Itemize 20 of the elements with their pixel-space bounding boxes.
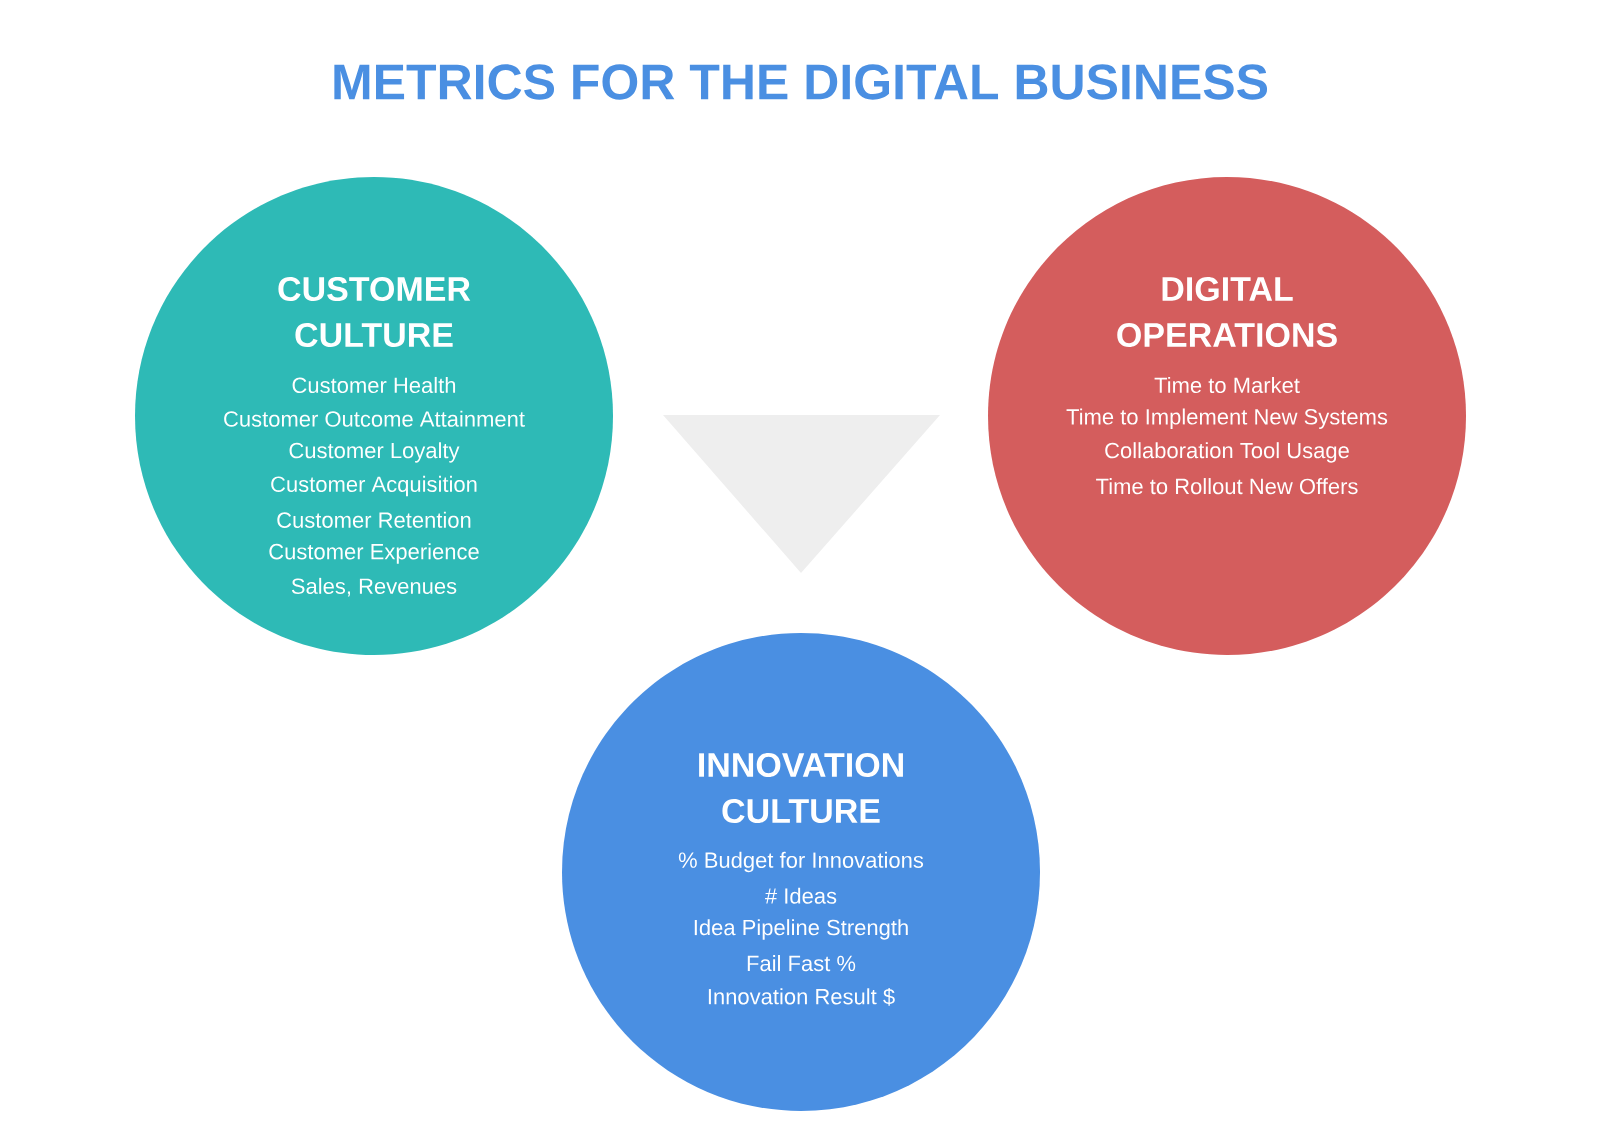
metric-item: Idea Pipeline Strength bbox=[694, 919, 908, 940]
metric-item: Sales, Revenues bbox=[291, 577, 457, 597]
metric-item: Time to Market bbox=[1154, 376, 1300, 394]
metric-item: Customer Retention bbox=[277, 511, 471, 528]
metric-item: Customer Outcome Attainment bbox=[224, 410, 525, 427]
metric-item: Customer Experience bbox=[269, 543, 479, 564]
circle-heading: CUSTOMER CULTURE bbox=[278, 276, 471, 348]
circle-heading: DIGITAL OPERATIONS bbox=[1117, 276, 1337, 348]
title: METRICS FOR THE DIGITAL BUSINESS bbox=[334, 64, 1268, 100]
metric-item: Time to Implement New Systems bbox=[1066, 408, 1388, 429]
metric-item: % Budget for Innovations bbox=[678, 851, 924, 873]
metric-item: # Ideas bbox=[765, 887, 837, 904]
metric-item: Time to Rollout New Offers bbox=[1096, 478, 1358, 495]
metric-item: Customer Acquisition bbox=[271, 475, 477, 497]
metric-item: Customer Health bbox=[292, 376, 456, 394]
circle-heading: INNOVATION CULTURE bbox=[699, 752, 903, 824]
metric-item: Innovation Result $ bbox=[708, 987, 895, 1006]
metric-item: Collaboration Tool Usage bbox=[1105, 442, 1349, 463]
metric-item: Customer Loyalty bbox=[289, 442, 460, 463]
metric-item: Fail Fast % bbox=[747, 955, 856, 972]
